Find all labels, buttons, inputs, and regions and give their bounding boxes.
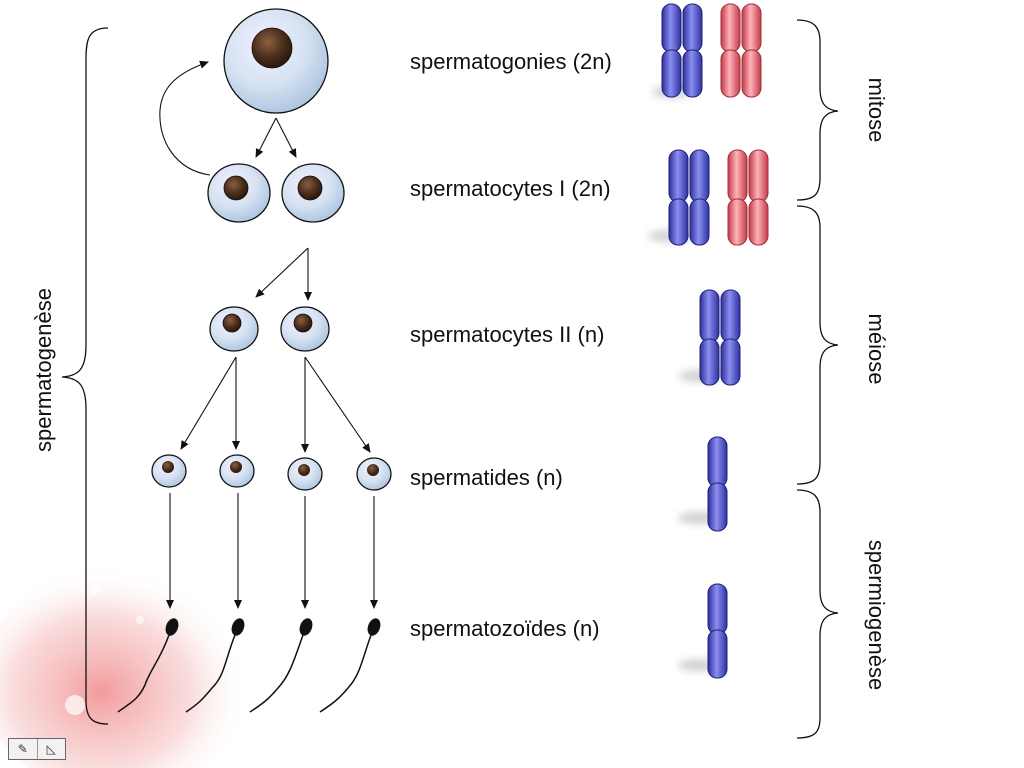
stage-label-spermatogonies: spermatogonies (2n) [410,49,612,74]
spermatogenese-label: spermatogenèse [31,288,56,452]
chromatid-spermatozoide [678,583,728,679]
spermatide-cell [151,454,187,488]
phase-label-spermiogenese: spermiogenèse [864,539,889,691]
spermatogenesis-brace [61,27,109,725]
spermiogenese-brace [796,489,839,739]
slideshow-toolbar: ✎ ◺ [8,738,66,760]
phase-label-mitose: mitose [864,77,889,143]
self-renewal-arrow [159,60,211,176]
spermatocyte-I-cell [207,163,271,223]
chromosome-pair-spermatocyte-I [648,149,769,246]
arrow [255,247,309,298]
phase-label-meiose: méiose [864,313,889,385]
spermatocyte-I-cell [281,163,345,223]
pencil-icon[interactable]: ✎ [9,739,38,759]
spermatogonie-cell [223,8,329,114]
spermatide-cell [219,454,255,488]
chromatid-spermatide [678,436,728,532]
mitose-brace [796,19,839,201]
background-egg-image [0,565,250,768]
arrows [159,60,378,609]
spermatozoide [249,618,313,713]
arrow [304,356,371,453]
chromosome-pair-spermatogonie [652,3,762,98]
arrow [180,356,237,450]
spermatocyte-II-cell [280,306,330,352]
stage-label-spermatozoides: spermatozoïdes (n) [410,616,600,641]
slide-triangle-icon[interactable]: ◺ [46,742,56,756]
spermatozoide [319,618,381,713]
meiose-brace [796,205,839,485]
spermatide-cell [287,457,323,491]
stage-label-spermatocytes-II: spermatocytes II (n) [410,322,605,347]
arrow [275,117,297,158]
stage-label-spermatides: spermatides (n) [410,465,563,490]
spermatozoide [117,618,179,713]
spermatocyte-II-cell [209,306,259,352]
arrow [255,117,277,158]
spermatide-cell [356,457,392,491]
spermatozoide [185,618,245,713]
stage-label-spermatocytes-I: spermatocytes I (2n) [410,176,611,201]
chromosome-spermatocyte-II [678,289,741,386]
